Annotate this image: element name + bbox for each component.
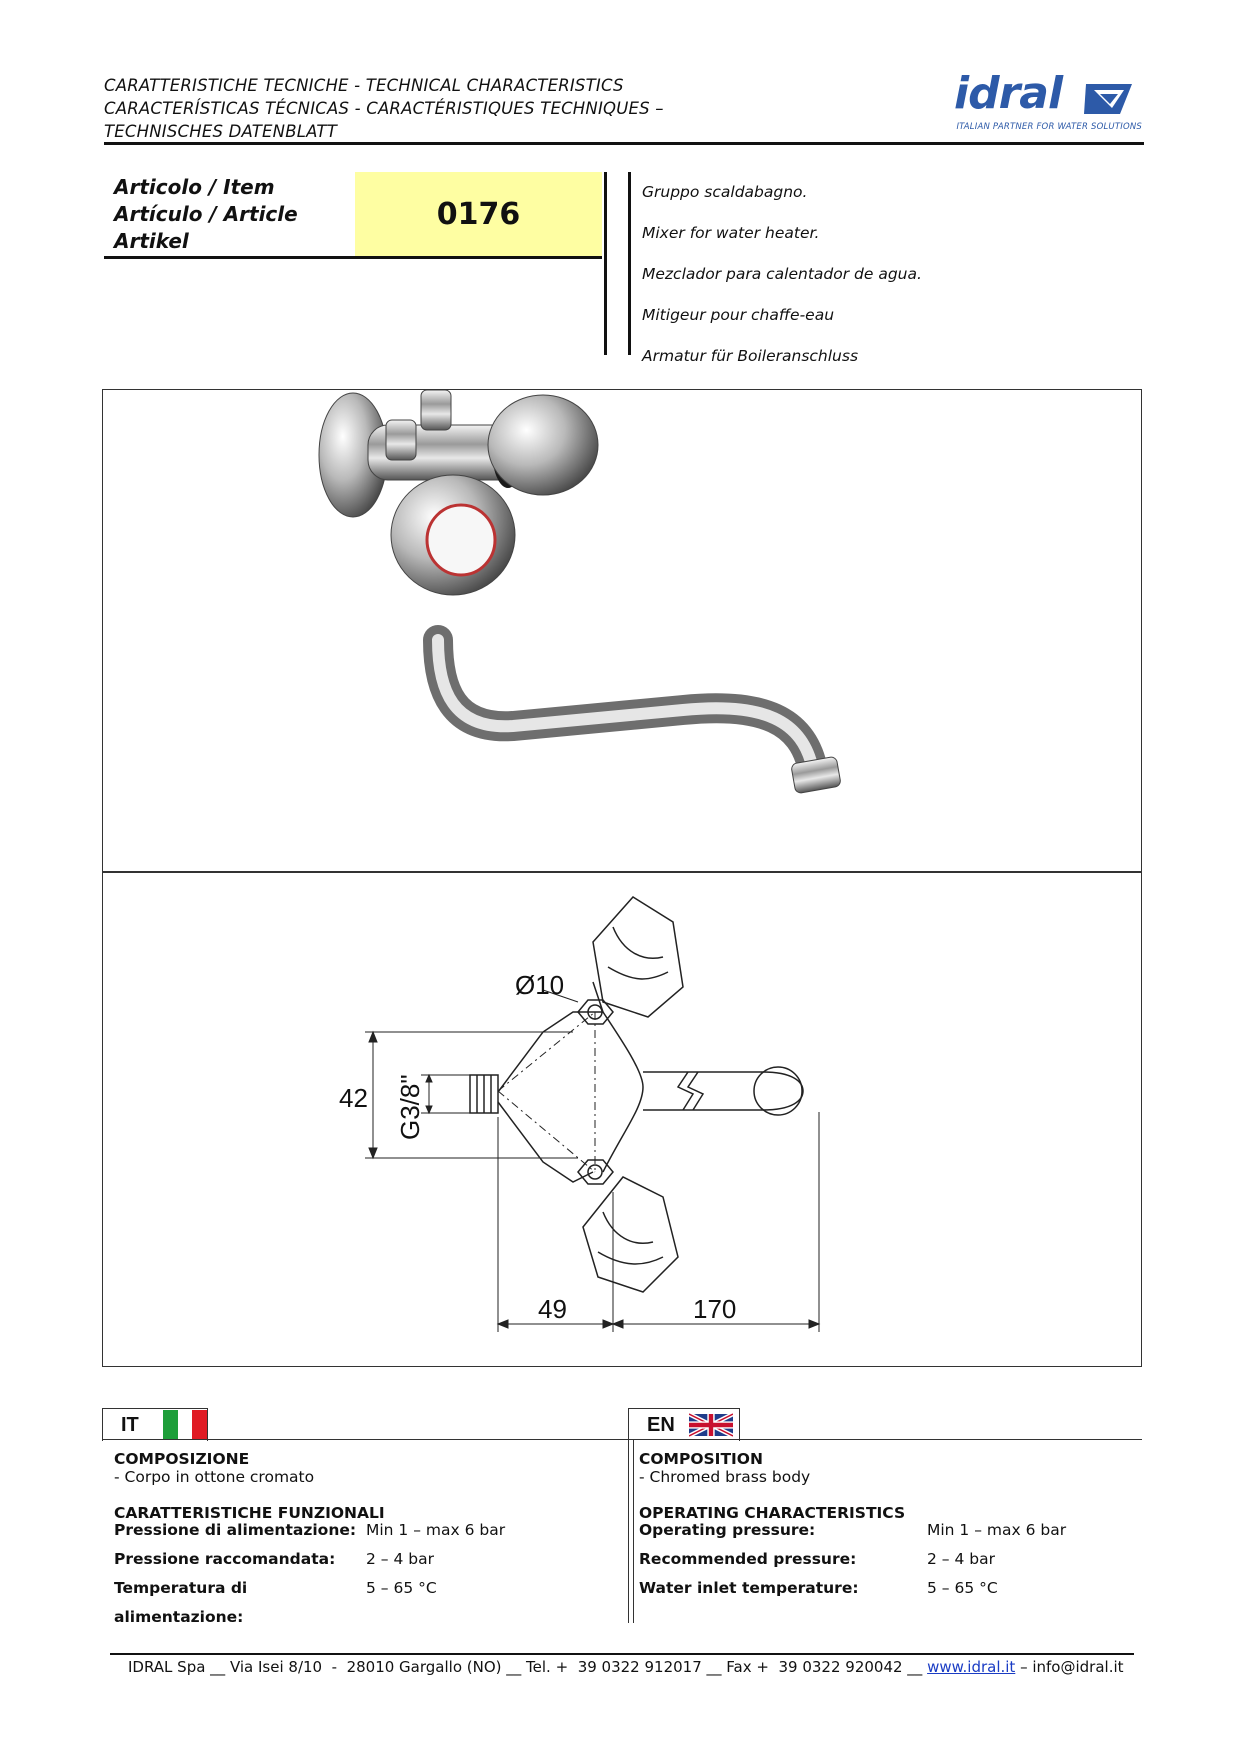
- product-photo-panel: [102, 389, 1142, 873]
- item-descriptions: Gruppo scaldabagno. Mixer for water heat…: [642, 172, 922, 377]
- item-label-de: Artikel: [114, 229, 189, 253]
- section-header-it: IT: [102, 1408, 208, 1441]
- uk-flag-icon: [689, 1412, 733, 1438]
- footer: IDRAL Spa __ Via Isei 8/10 - 28010 Garga…: [128, 1653, 1128, 1681]
- section-body-it: COMPOSIZIONE - Corpo in ottone cromato C…: [102, 1439, 634, 1626]
- section-body-en: COMPOSITION - Chromed brass body OPERATI…: [628, 1439, 1142, 1623]
- spec-row-en: Water inlet temperature:5 – 65 °C: [639, 1579, 998, 1597]
- dim-height-label: 42: [339, 1083, 368, 1113]
- technical-drawing: Ø10 42 G3/8" 49 170: [339, 896, 821, 1332]
- composition-title-en: COMPOSITION: [639, 1450, 763, 1468]
- dim-left-label: 49: [538, 1294, 567, 1324]
- spec-row-it: Temperatura di alimentazione:5 – 65 °C: [114, 1579, 437, 1626]
- logo-wordmark: idral: [954, 68, 1063, 119]
- lang-code-it: IT: [121, 1413, 139, 1436]
- item-labels: Articolo / Item Artículo / Article Artik…: [114, 174, 298, 255]
- spec-row-en: Operating pressure:Min 1 – max 6 bar: [639, 1521, 1067, 1539]
- composition-title-it: COMPOSIZIONE: [114, 1450, 250, 1468]
- item-label-it-en: Articolo / Item: [114, 175, 275, 199]
- description-es: Mezclador para calentador de agua.: [642, 265, 922, 283]
- logo-emblem-icon: [1084, 84, 1132, 114]
- header-divider: [104, 142, 1144, 145]
- header-line-2: CARACTERÍSTICAS TÉCNICAS - CARACTÉRISTIQ…: [104, 99, 664, 118]
- spec-row-it: Pressione raccomandata:2 – 4 bar: [114, 1550, 434, 1568]
- description-en: Mixer for water heater.: [642, 224, 820, 242]
- dim-right-label: 170: [693, 1294, 736, 1324]
- description-de: Armatur für Boileranschluss: [642, 347, 859, 365]
- item-label-es-fr: Artículo / Article: [114, 202, 298, 226]
- operating-title-en: OPERATING CHARACTERISTICS: [639, 1504, 906, 1522]
- dim-thread-label: G3/8": [395, 1074, 425, 1140]
- header-line-3: TECHNISCHES DATENBLATT: [104, 122, 337, 141]
- section-header-en: EN: [628, 1408, 740, 1441]
- spec-row-en: Recommended pressure:2 – 4 bar: [639, 1550, 995, 1568]
- header-line-1: CARATTERISTICHE TECNICHE - TECHNICAL CHA…: [104, 76, 624, 95]
- document-header: CARATTERISTICHE TECNICHE - TECHNICAL CHA…: [104, 74, 804, 143]
- italy-flag-icon: [163, 1410, 207, 1440]
- item-code-background: [355, 172, 602, 256]
- composition-text-en: - Chromed brass body: [639, 1468, 811, 1486]
- description-it: Gruppo scaldabagno.: [642, 183, 808, 201]
- vertical-divider-2: [628, 172, 631, 355]
- composition-text-it: - Corpo in ottone cromato: [114, 1468, 315, 1486]
- spec-row-it: Pressione di alimentazione:Min 1 – max 6…: [114, 1521, 506, 1539]
- lang-code-en: EN: [647, 1413, 675, 1436]
- vertical-divider: [604, 172, 607, 355]
- website-link[interactable]: www.idral.it: [927, 1658, 1016, 1676]
- item-divider: [104, 256, 602, 259]
- description-fr: Mitigeur pour chaffe-eau: [642, 306, 835, 324]
- operating-title-it: CARATTERISTICHE FUNZIONALI: [114, 1504, 385, 1522]
- footer-email: – info@idral.it: [1015, 1658, 1124, 1676]
- dim-diameter-label: Ø10: [515, 970, 564, 1000]
- logo-tagline: ITALIAN PARTNER FOR WATER SOLUTIONS: [956, 122, 1142, 132]
- idral-logo: idral ITALIAN PARTNER FOR WATER SOLUTION…: [954, 68, 1144, 136]
- technical-drawing-panel: Ø10 42 G3/8" 49 170: [102, 871, 1142, 1367]
- footer-address: IDRAL Spa __ Via Isei 8/10 - 28010 Garga…: [128, 1658, 928, 1676]
- footer-divider: [110, 1653, 1134, 1655]
- faucet-photo: [318, 389, 841, 794]
- item-code: 0176: [436, 196, 521, 232]
